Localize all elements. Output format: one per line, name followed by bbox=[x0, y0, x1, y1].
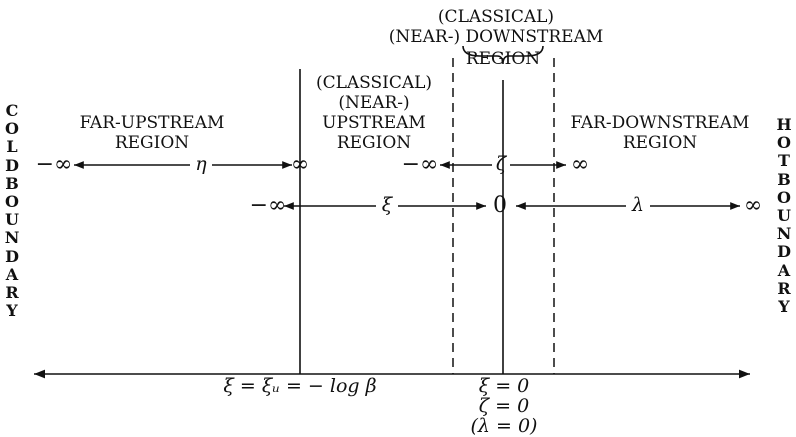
eta-left-infinity: −∞ bbox=[35, 152, 73, 177]
xi-variable: ξ bbox=[381, 194, 393, 216]
xi-zero: 0 bbox=[493, 193, 507, 218]
far-upstream-region-label: FAR-UPSTREAM REGION bbox=[79, 113, 225, 153]
zeta-left-infinity: −∞ bbox=[401, 152, 439, 177]
lambda-variable: λ bbox=[631, 194, 645, 216]
near-downstream-region-label: (CLASSICAL) (NEAR-) DOWNSTREAM bbox=[388, 7, 604, 47]
zeta-variable: ζ bbox=[495, 153, 507, 175]
cold-boundary-label: COLD BOUNDARY bbox=[4, 101, 20, 321]
near-downstream-region-word: REGION bbox=[465, 49, 541, 69]
downstream-region-brace bbox=[462, 45, 544, 65]
lambda-right-infinity: ∞ bbox=[743, 193, 763, 218]
xi-left-infinity: −∞ bbox=[249, 193, 287, 218]
far-downstream-region-label: FAR-DOWNSTREAM REGION bbox=[570, 113, 750, 153]
upstream-boundary-axis-label: ξ = ξᵤ = − log β bbox=[223, 375, 377, 397]
zeta-right-infinity: ∞ bbox=[570, 152, 590, 177]
flame-center-axis-label: ξ = 0 ζ = 0 (λ = 0) bbox=[470, 375, 538, 437]
hot-boundary-label: HOT BOUNDARY bbox=[776, 115, 792, 317]
eta-variable: η bbox=[195, 153, 207, 175]
near-upstream-region-label: (CLASSICAL) (NEAR-) UPSTREAM REGION bbox=[315, 73, 433, 153]
eta-right-infinity: ∞ bbox=[290, 152, 310, 177]
